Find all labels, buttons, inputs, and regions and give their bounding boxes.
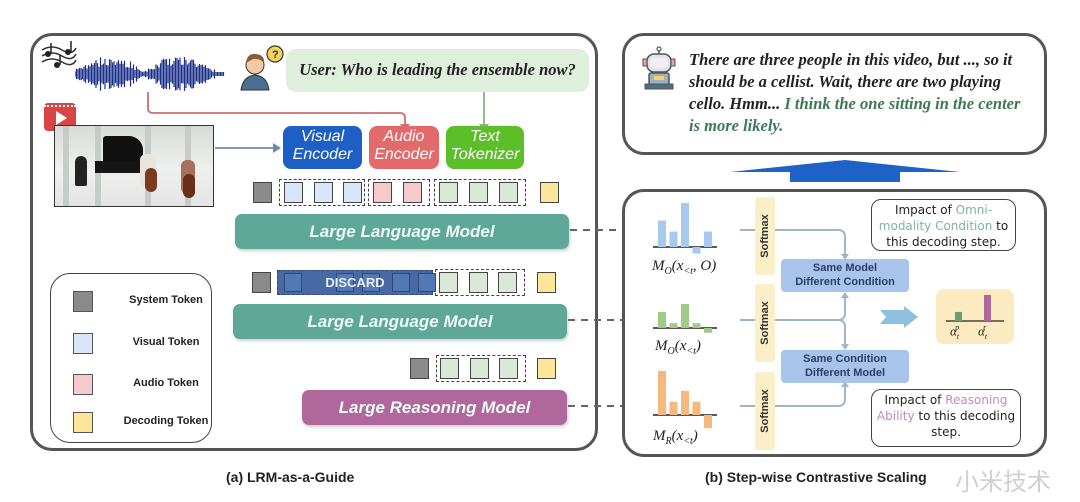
impact-reasoning-box: Impact of Reasoning Ability to this deco… — [871, 389, 1021, 447]
cond1-line2: Different Condition — [781, 275, 909, 289]
impact-reason-prefix: Impact of — [885, 393, 946, 407]
cond1-line1: Same Model — [781, 261, 909, 275]
right-panel-caption: (b) Step-wise Contrastive Scaling — [705, 469, 927, 485]
right-arrow-icon — [880, 306, 920, 328]
alpha-r-bar — [984, 295, 991, 321]
same-model-different-condition: Same Model Different Condition — [781, 259, 909, 292]
same-condition-different-model: Same Condition Different Model — [781, 350, 909, 383]
softmax-omni: Softmax — [755, 197, 775, 275]
impact-reason-suffix: to this decoding step. — [915, 409, 1016, 439]
cond2-line2: Different Model — [781, 366, 909, 380]
alpha-weights-chart — [936, 289, 1014, 344]
alpha-r-label: αtr — [978, 323, 986, 341]
alpha-p-label: αtp — [950, 323, 959, 341]
alpha-p-bar — [955, 312, 962, 321]
softmax-text-only: Softmax — [755, 284, 775, 362]
softmax-lrm: Softmax — [755, 372, 775, 450]
cond2-line1: Same Condition — [781, 352, 909, 366]
watermark: 小米技术 — [955, 462, 1051, 497]
impact-omni-prefix: Impact of — [895, 203, 956, 217]
impact-omni-box: Impact of Omni-modality Condition to thi… — [871, 199, 1016, 251]
